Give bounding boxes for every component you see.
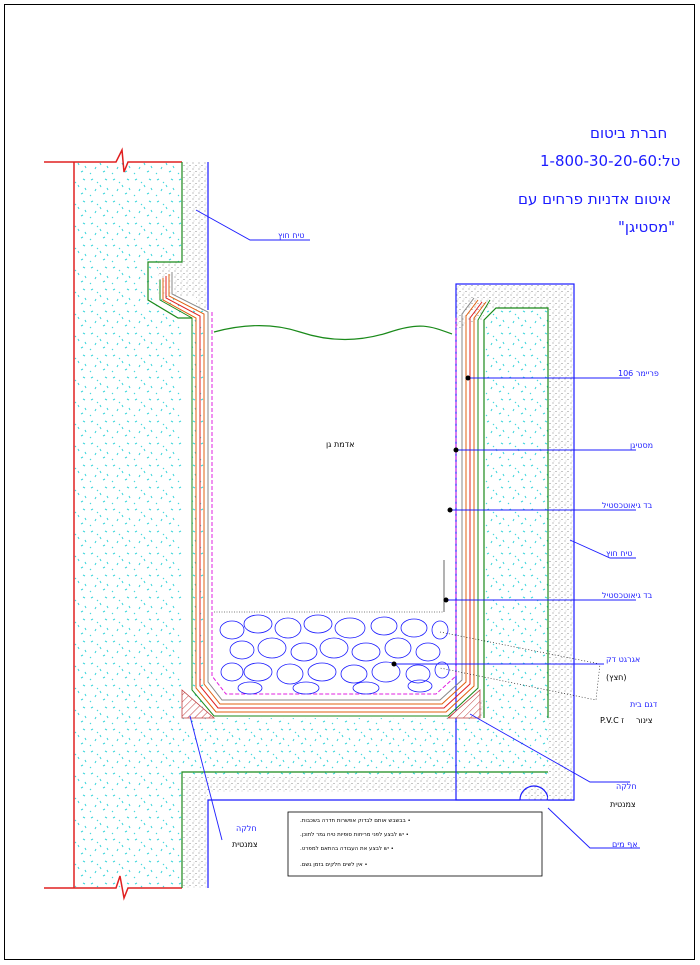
label-plaster-top: טיח חוץ [278,231,305,240]
label-gravel-sub: (חצץ) [606,673,627,682]
label-geotextile-2: בד גיאוטכסטיל [602,591,653,600]
right-wall [455,283,575,801]
product-name: "מסטיגן" [618,218,676,236]
subtitle: איטום אדניות פרחים עם [518,190,672,208]
label-drain-line1: ז P.V.C [600,716,625,725]
notes-box [287,811,543,877]
label-fine-gravel: אגרגט דק [606,655,641,664]
leader-lines [189,209,640,849]
label-garden-soil: אדמת גן [326,440,355,449]
waterproofing-layers [159,272,491,717]
leader-dots [391,375,471,667]
note-3: • יש לבצע את העבודה בהתאם למפרט. [300,846,394,852]
label-drip-edge: אף מים [612,840,638,849]
note-4: • אין לשים חלקים בזמן גשם. [300,862,368,868]
right-fillet [446,689,481,719]
label-fillet-left: חלקה [236,824,257,833]
company-name: חברת ביטום [590,124,668,142]
label-drain-top: דגם בית [630,700,658,709]
label-fillet-right-sub: צמנטית [610,800,636,809]
label-fillet-right: חלקה [616,782,637,791]
note-1: • בבשבש אותם לבדוק אפשרות חדרה בשכבות. [300,818,411,824]
label-geotextile-1: בד גיאוטכסטיל [602,501,653,510]
bottom-slab [181,718,574,888]
label-fillet-left-sub: צמנטית [232,840,258,849]
label-drain-line2: צינור [636,716,653,725]
label-plaster-right: טיח חוץ [606,549,633,558]
gravel-layer [219,614,450,695]
soil-surface [213,325,453,341]
drain-pipe [439,631,601,701]
left-fillet [181,689,216,719]
note-2: • יש לבצע לפני מריחות סופיות טיח גמר לתו… [300,832,409,838]
phone-number: טל:1-800-30-20-60 [540,152,681,170]
left-wall-plaster [158,162,208,310]
label-mastigan: מסטיגן [630,441,654,450]
label-primer: פריימר 106 [618,369,659,378]
drawing-frame [4,4,695,960]
